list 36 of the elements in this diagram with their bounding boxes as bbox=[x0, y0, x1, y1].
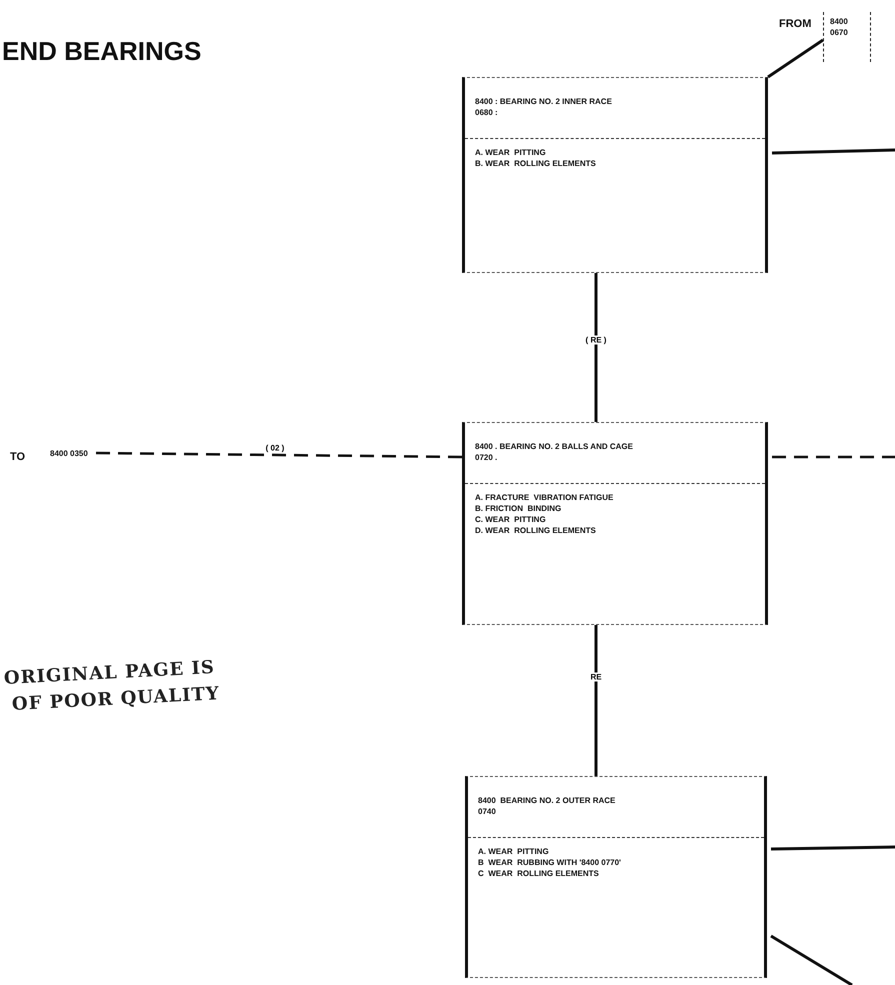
connector bbox=[594, 625, 598, 776]
part-header: 8400 . BEARING NO. 2 BALLS AND CAGE bbox=[475, 441, 634, 452]
failure-mode: A. WEAR PITTING bbox=[475, 147, 547, 158]
connector bbox=[767, 38, 824, 78]
failure-mode-card bbox=[462, 77, 768, 273]
edge-label: RE bbox=[588, 672, 604, 682]
direction-label: TO bbox=[10, 451, 26, 463]
part-header: 0720 . bbox=[475, 452, 498, 463]
failure-mode: B WEAR RUBBING WITH '8400 0770' bbox=[478, 857, 622, 868]
direction-label: FROM bbox=[779, 18, 812, 30]
dashed-connector bbox=[94, 452, 462, 458]
reference-code: 8400 0670 bbox=[830, 16, 849, 38]
failure-mode: A. FRACTURE VIBRATION FATIGUE bbox=[475, 492, 614, 503]
stamp-text: OF POOR QUALITY bbox=[11, 683, 220, 715]
part-header: 0740 bbox=[478, 806, 497, 817]
edge-label: ( 02 ) bbox=[264, 444, 286, 452]
failure-mode: B. WEAR ROLLING ELEMENTS bbox=[475, 158, 597, 169]
failure-mode-card bbox=[465, 776, 767, 978]
reference-box bbox=[823, 12, 871, 62]
edge-label: ( RE ) bbox=[584, 336, 608, 344]
dashed-connector bbox=[772, 456, 895, 458]
part-header: 0680 : bbox=[475, 107, 499, 118]
connector bbox=[770, 846, 895, 850]
failure-mode: B. FRICTION BINDING bbox=[475, 503, 562, 514]
failure-mode: C. WEAR PITTING bbox=[475, 514, 547, 525]
connector bbox=[770, 934, 853, 985]
failure-mode-card bbox=[462, 422, 768, 625]
part-header: 8400 BEARING NO. 2 OUTER RACE bbox=[478, 795, 616, 806]
failure-mode: C WEAR ROLLING ELEMENTS bbox=[478, 868, 600, 879]
connector bbox=[772, 148, 895, 154]
failure-mode: A. WEAR PITTING bbox=[478, 846, 550, 857]
failure-mode: D. WEAR ROLLING ELEMENTS bbox=[475, 525, 597, 536]
part-header: 8400 : BEARING NO. 2 INNER RACE bbox=[475, 96, 613, 107]
title: END BEARINGS bbox=[2, 36, 202, 67]
connector bbox=[594, 273, 598, 422]
reference-code: 8400 0350 bbox=[50, 448, 89, 459]
